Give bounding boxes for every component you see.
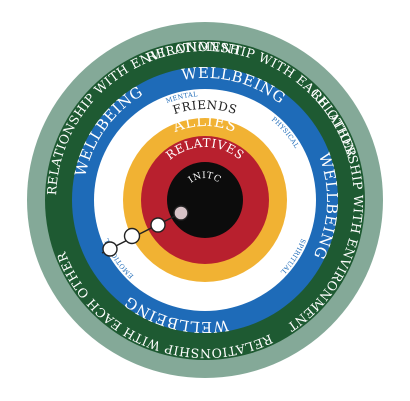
connector-dot-1 [102,241,118,257]
center-circle [167,162,243,238]
connector-dot-3 [150,217,166,233]
center-label: INITC [187,171,223,186]
friends-label: FRIENDS [171,98,239,117]
connector-dot-2 [123,227,141,245]
connector-path [101,205,189,257]
connector-dot-4 [173,205,189,221]
